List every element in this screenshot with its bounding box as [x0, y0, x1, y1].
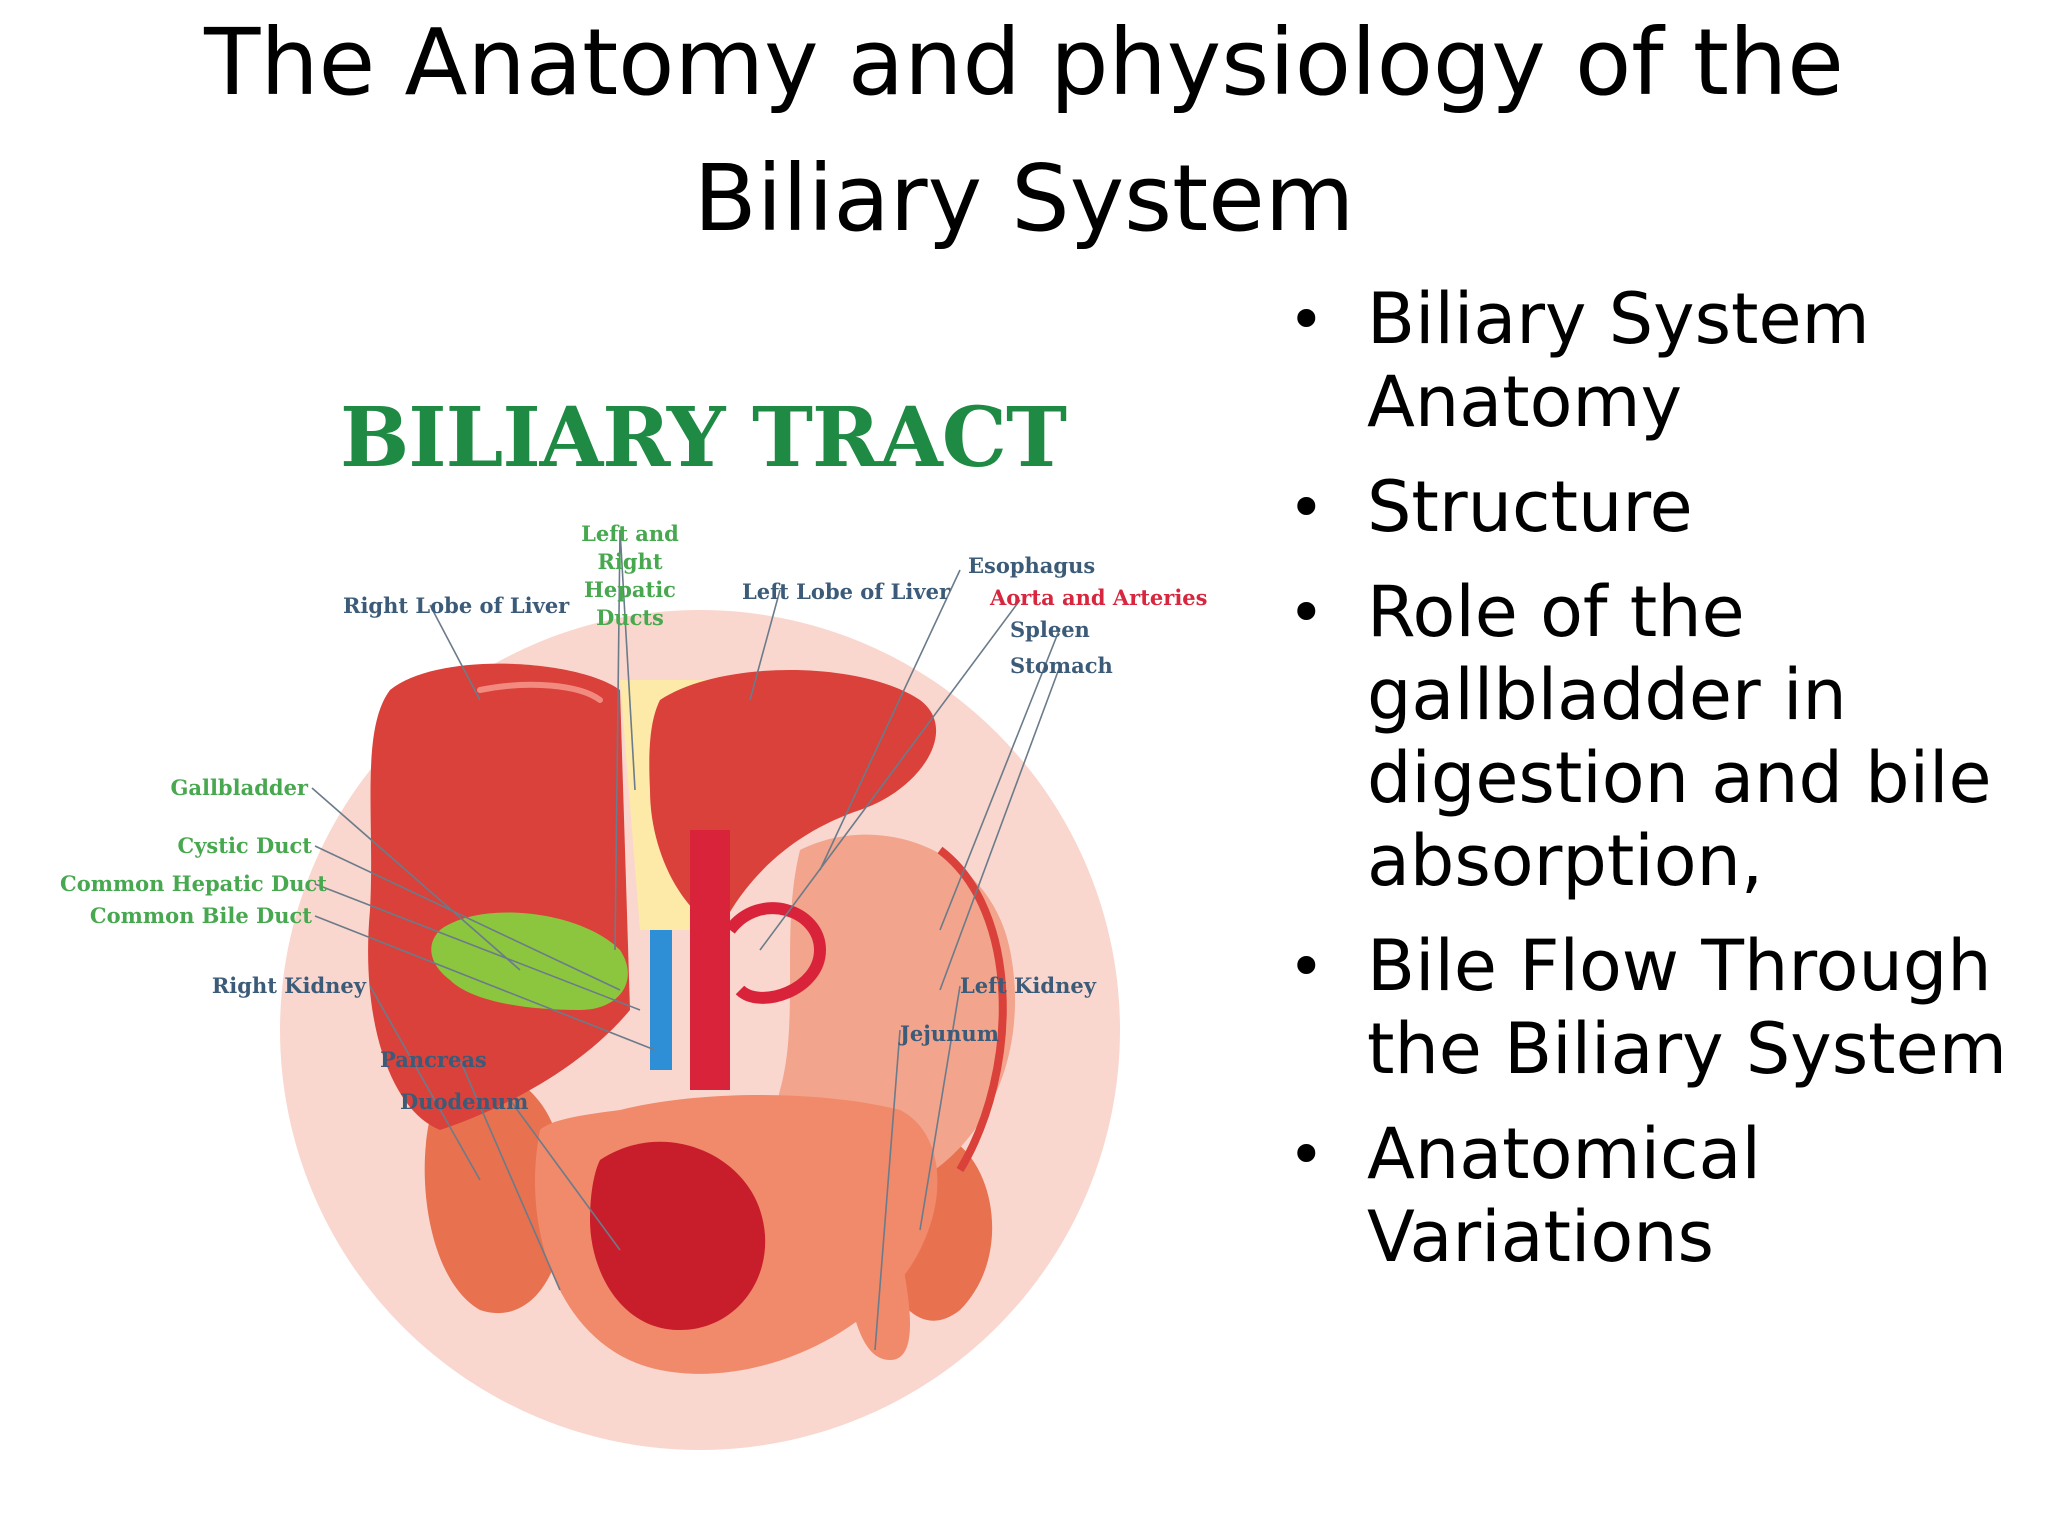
- aorta-shape: [690, 830, 730, 1090]
- biliary-tract-diagram: BILIARY TRACT Left and Right Hepatic Duc…: [60, 370, 1250, 1490]
- right-lobe-shape: [368, 663, 630, 1130]
- common-bile-duct-shape: [650, 930, 672, 1070]
- right-kidney-shape: [424, 1068, 566, 1314]
- right-lobe-highlight: [477, 681, 603, 703]
- bullet-list: Biliary System Anatomy Structure Role of…: [1280, 278, 2020, 1301]
- label-left-kidney: Left Kidney: [960, 973, 1096, 998]
- label-right-kidney: Right Kidney: [211, 973, 366, 998]
- label-jejunum: Jejunum: [900, 1021, 999, 1046]
- label-left-right-hepatic-ducts: Left and Right Hepatic Ducts: [581, 521, 679, 630]
- label-right-lobe: Right Lobe of Liver: [343, 593, 570, 618]
- stomach-curve: [937, 846, 1007, 1173]
- pancreas-shape: [590, 1141, 766, 1330]
- jejunum-shape: [840, 1240, 910, 1360]
- leader-lines: [311, 529, 1061, 1351]
- label-duodenum: Duodenum: [400, 1089, 529, 1114]
- label-esophagus: Esophagus: [968, 553, 1096, 578]
- title-line-2: Biliary System: [693, 145, 1355, 252]
- label-aorta: Aorta and Arteries: [990, 585, 1208, 610]
- bullet-item: Biliary System Anatomy: [1280, 278, 2020, 444]
- label-pancreas: Pancreas: [380, 1047, 487, 1072]
- artery-loop: [725, 902, 827, 1004]
- anatomy-illustration: [280, 529, 1120, 1450]
- bullet-item: Bile Flow Through the Biliary System: [1280, 925, 2020, 1091]
- title-line-1: The Anatomy and physiology of the: [204, 9, 1844, 116]
- label-spleen: Spleen: [1010, 617, 1090, 642]
- label-cystic-duct: Cystic Duct: [177, 833, 312, 858]
- bullet-item: Structure: [1280, 466, 2020, 549]
- label-gallbladder: Gallbladder: [170, 775, 308, 800]
- diagram-title: BILIARY TRACT: [340, 390, 1067, 486]
- bullet-item: Role of the gallbladder in digestion and…: [1280, 571, 2020, 903]
- label-common-bile-duct: Common Bile Duct: [89, 903, 312, 928]
- bullet-item: Anatomical Variations: [1280, 1113, 2020, 1279]
- label-common-hepatic-duct: Common Hepatic Duct: [60, 871, 327, 896]
- label-stomach: Stomach: [1010, 653, 1113, 678]
- label-left-lobe: Left Lobe of Liver: [742, 579, 951, 604]
